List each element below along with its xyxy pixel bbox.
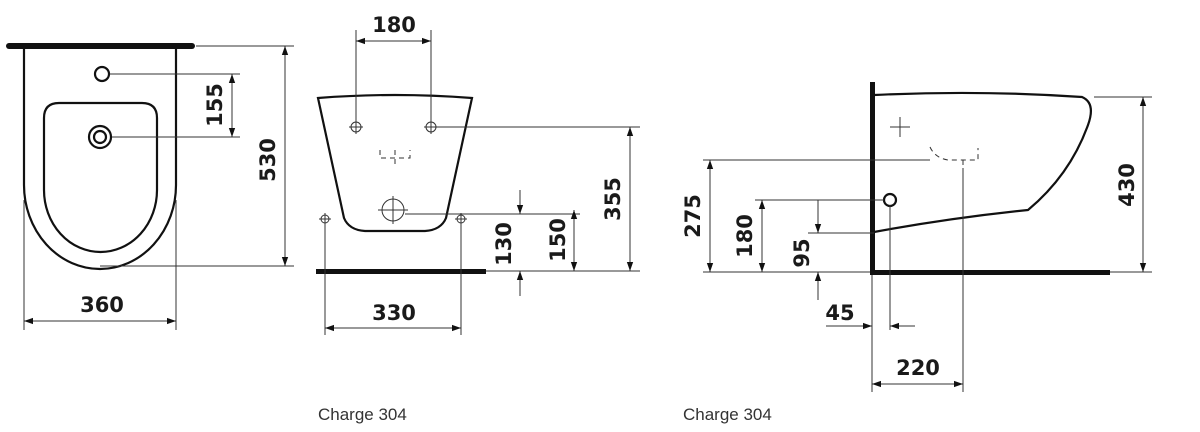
dim-label-530: 530 xyxy=(256,138,280,182)
dim-label-430: 430 xyxy=(1115,163,1139,207)
dim-label-275: 275 xyxy=(681,194,705,238)
front-view: 155 530 360 xyxy=(6,43,294,330)
floor-bolt-left xyxy=(319,213,331,225)
dim-label-360: 360 xyxy=(80,293,124,317)
dim-label-220: 220 xyxy=(896,356,940,380)
bolt-hole-right xyxy=(424,120,438,134)
side-view: 430 275 180 95 45 220 Charge 304 xyxy=(681,82,1152,424)
drain-outer xyxy=(87,124,113,150)
front-outer-outline xyxy=(22,49,178,271)
side-centre-mark xyxy=(929,146,979,170)
dim-label-330: 330 xyxy=(372,301,416,325)
rear-outline xyxy=(316,93,474,233)
floor-bolt-right xyxy=(455,213,467,225)
dim-label-155: 155 xyxy=(203,83,227,127)
bolt-hole-left xyxy=(349,120,363,134)
side-outline xyxy=(873,91,1093,234)
dim-label-130: 130 xyxy=(492,222,516,266)
side-floor xyxy=(870,270,1110,275)
dim-label-150: 150 xyxy=(546,218,570,262)
rear-view: 180 330 355 xyxy=(316,13,640,424)
dim-label-355: 355 xyxy=(601,177,625,221)
side-cross-mark xyxy=(890,117,910,137)
side-caption: Charge 304 xyxy=(683,405,772,424)
side-inlet-hole xyxy=(882,192,898,208)
dim-label-180: 180 xyxy=(372,13,416,37)
front-bowl-outline xyxy=(42,101,159,254)
tap-hole xyxy=(93,65,111,83)
centre-mark xyxy=(379,150,411,166)
rear-floor-line xyxy=(316,269,486,274)
dim-label-45: 45 xyxy=(825,301,854,325)
supply-hole xyxy=(378,196,408,224)
rear-caption: Charge 304 xyxy=(318,405,407,424)
dim-label-95: 95 xyxy=(790,238,814,267)
front-wall-plate xyxy=(6,43,195,49)
drain-inner xyxy=(92,129,108,145)
dim-label-180-side: 180 xyxy=(733,214,757,258)
side-wall xyxy=(870,82,875,275)
